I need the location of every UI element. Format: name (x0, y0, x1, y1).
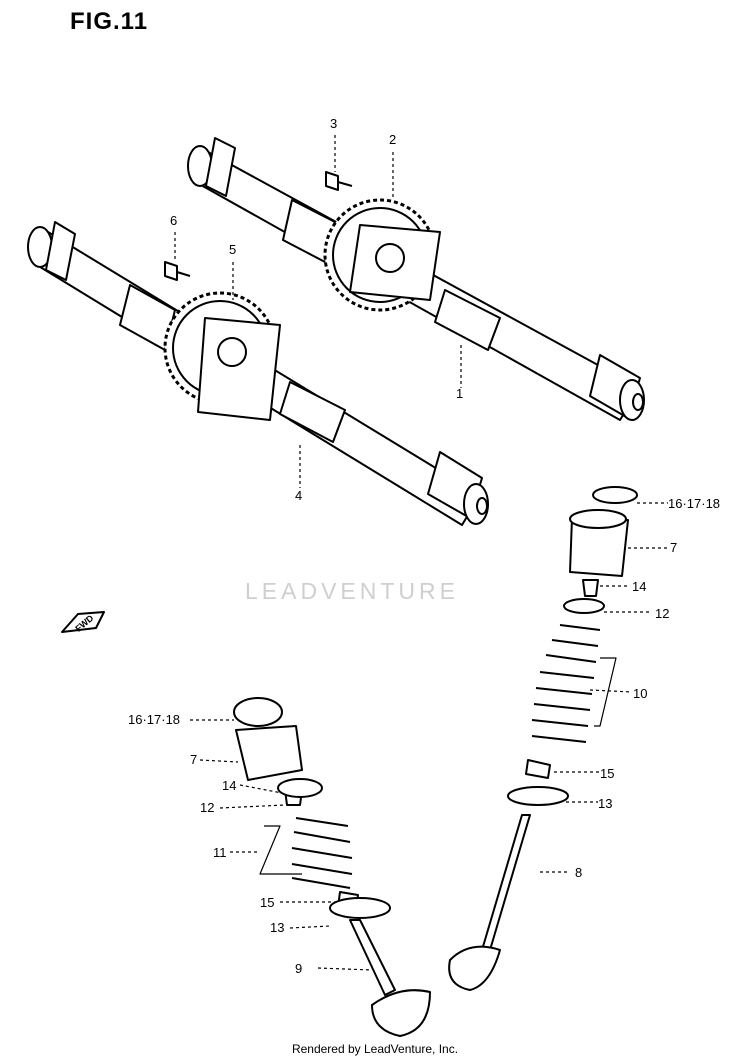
callout-6: 6 (170, 213, 178, 228)
callout-15-right: 15 (600, 766, 615, 781)
sprocket-upper (323, 198, 441, 312)
valve-assembly-left (233, 697, 431, 1037)
callout-11-left: 11 (213, 845, 227, 860)
callout-12-left: 12 (200, 800, 215, 815)
seat-right (507, 786, 569, 806)
callout-5: 5 (229, 242, 237, 257)
tappet-left (235, 725, 303, 781)
callout-7-right: 7 (670, 540, 678, 555)
shim-left (233, 697, 283, 727)
seat-left (329, 897, 391, 919)
valve-head-right (448, 945, 501, 991)
callout-2: 2 (389, 132, 397, 147)
callout-8-right: 8 (575, 865, 583, 880)
valve-stem-left (349, 919, 396, 996)
callout-14-left: 14 (222, 778, 237, 793)
leader-lines (174, 135, 668, 971)
callout-4: 4 (295, 488, 303, 503)
bracket-lines (259, 657, 617, 875)
valve-assembly-right (448, 486, 638, 991)
valve-stem-right (481, 814, 531, 951)
valve-head-left (371, 989, 431, 1037)
cotter-right (582, 579, 599, 597)
callout-13-right: 13 (598, 796, 613, 811)
seal-right (525, 759, 551, 779)
bolt-lower (164, 261, 191, 281)
retainer-left (277, 778, 323, 798)
callout-16-17-18-left: 16·17·18 (128, 712, 181, 727)
callout-7-left: 7 (190, 752, 198, 767)
fwd-arrow-icon: FWD (61, 611, 105, 634)
callout-14-right: 14 (632, 579, 647, 594)
callout-10-right: 10 (633, 686, 648, 701)
callout-9-left: 9 (295, 961, 303, 976)
callout-16-17-18-right: 16·17·18 (668, 496, 721, 511)
footer-credit: Rendered by LeadVenture, Inc. (291, 1042, 459, 1056)
bolt-upper (325, 171, 353, 191)
spring-left (291, 817, 353, 889)
callout-15-left: 15 (260, 895, 275, 910)
watermark-text: LEADVENTURE (245, 578, 459, 604)
callout-12-right: 12 (655, 606, 670, 621)
sprocket-lower (163, 291, 281, 421)
retainer-right (563, 598, 605, 614)
figure-title: FIG.11 (70, 8, 149, 35)
callout-1: 1 (456, 386, 464, 401)
shim-right (592, 486, 638, 504)
spring-right (531, 624, 601, 743)
callout-3: 3 (330, 116, 338, 131)
callout-13-left: 13 (270, 920, 285, 935)
